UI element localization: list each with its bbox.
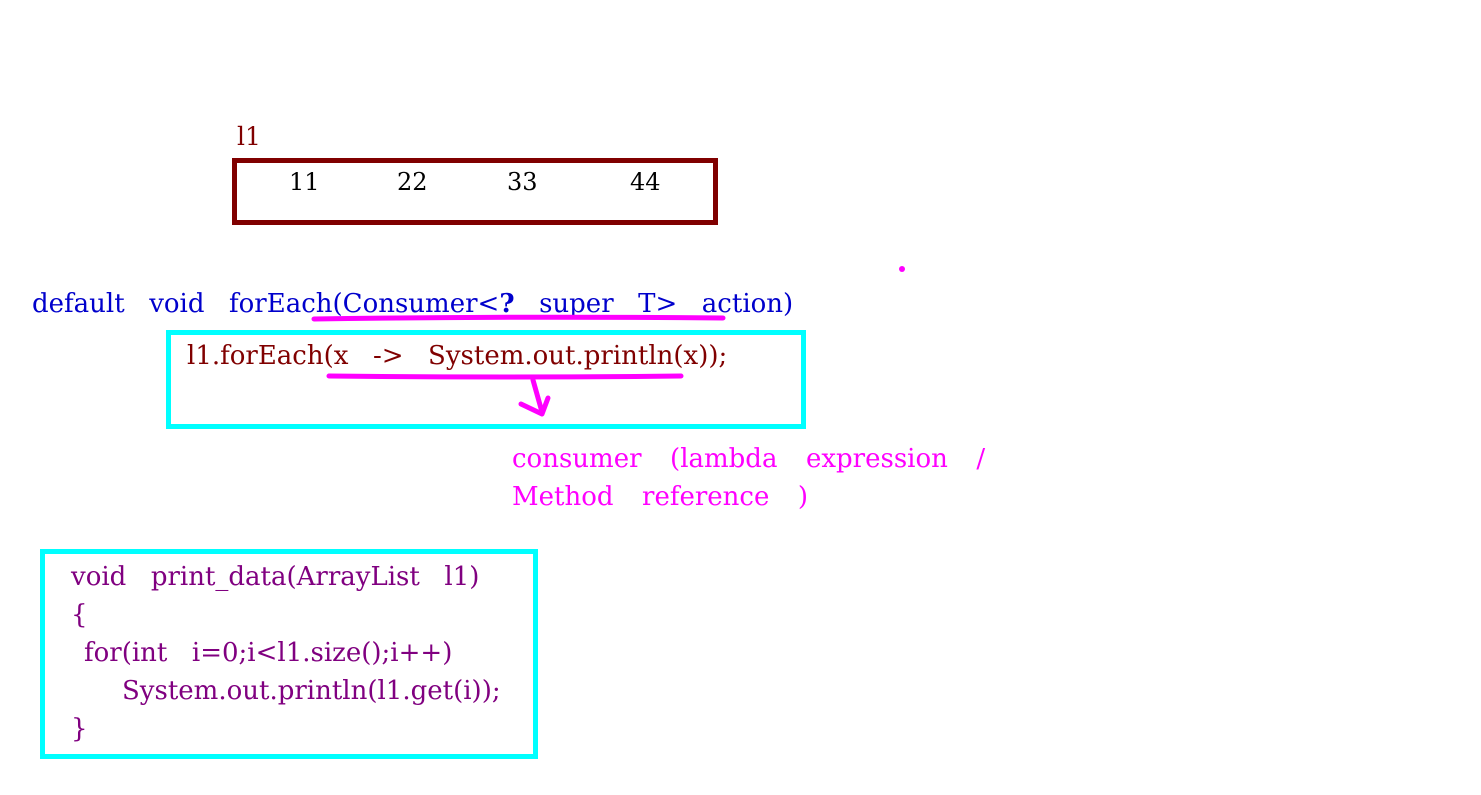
consumer-annotation-line-2: Method reference ) bbox=[512, 482, 809, 512]
code-line-open-brace: { bbox=[71, 600, 88, 630]
foreach-call-suffix: ); bbox=[708, 341, 728, 371]
foreach-call-lambda: x -> System.out.println(x) bbox=[333, 341, 709, 371]
foreach-call-box bbox=[166, 330, 806, 429]
array-element-1: 11 bbox=[289, 168, 320, 196]
print-data-box bbox=[40, 549, 538, 759]
arrow-line bbox=[530, 377, 545, 415]
foreach-call-prefix: l1.forEach( bbox=[187, 341, 334, 371]
signature-wildcard: ? bbox=[499, 289, 515, 319]
signature-rest: super T> action) bbox=[514, 289, 794, 319]
signature-consumer: Consumer< bbox=[342, 289, 500, 319]
lambda-underline bbox=[326, 373, 684, 380]
code-line-println: System.out.println(l1.get(i)); bbox=[122, 676, 501, 706]
array-box bbox=[232, 158, 718, 225]
arrow-head bbox=[518, 395, 551, 417]
array-element-3: 33 bbox=[507, 168, 538, 196]
code-line-for-loop: for(int i=0;i<l1.size();i++) bbox=[84, 638, 453, 668]
consumer-annotation-line-1: consumer (lambda expression / bbox=[512, 444, 986, 474]
array-element-2: 22 bbox=[397, 168, 428, 196]
signature-prefix: default void forEach( bbox=[32, 289, 343, 319]
code-line-close-brace: } bbox=[71, 714, 88, 744]
array-element-4: 44 bbox=[630, 168, 661, 196]
foreach-call: l1.forEach(x -> System.out.println(x)); bbox=[187, 341, 727, 371]
consumer-annotation: consumer (lambda expression / Method refe… bbox=[512, 440, 985, 516]
foreach-signature: default void forEach(Consumer<? super T>… bbox=[32, 289, 793, 319]
consumer-underline bbox=[311, 314, 726, 322]
array-label: l1 bbox=[237, 122, 261, 151]
annotation-dot bbox=[899, 266, 905, 272]
code-line-signature: void print_data(ArrayList l1) bbox=[71, 562, 480, 592]
